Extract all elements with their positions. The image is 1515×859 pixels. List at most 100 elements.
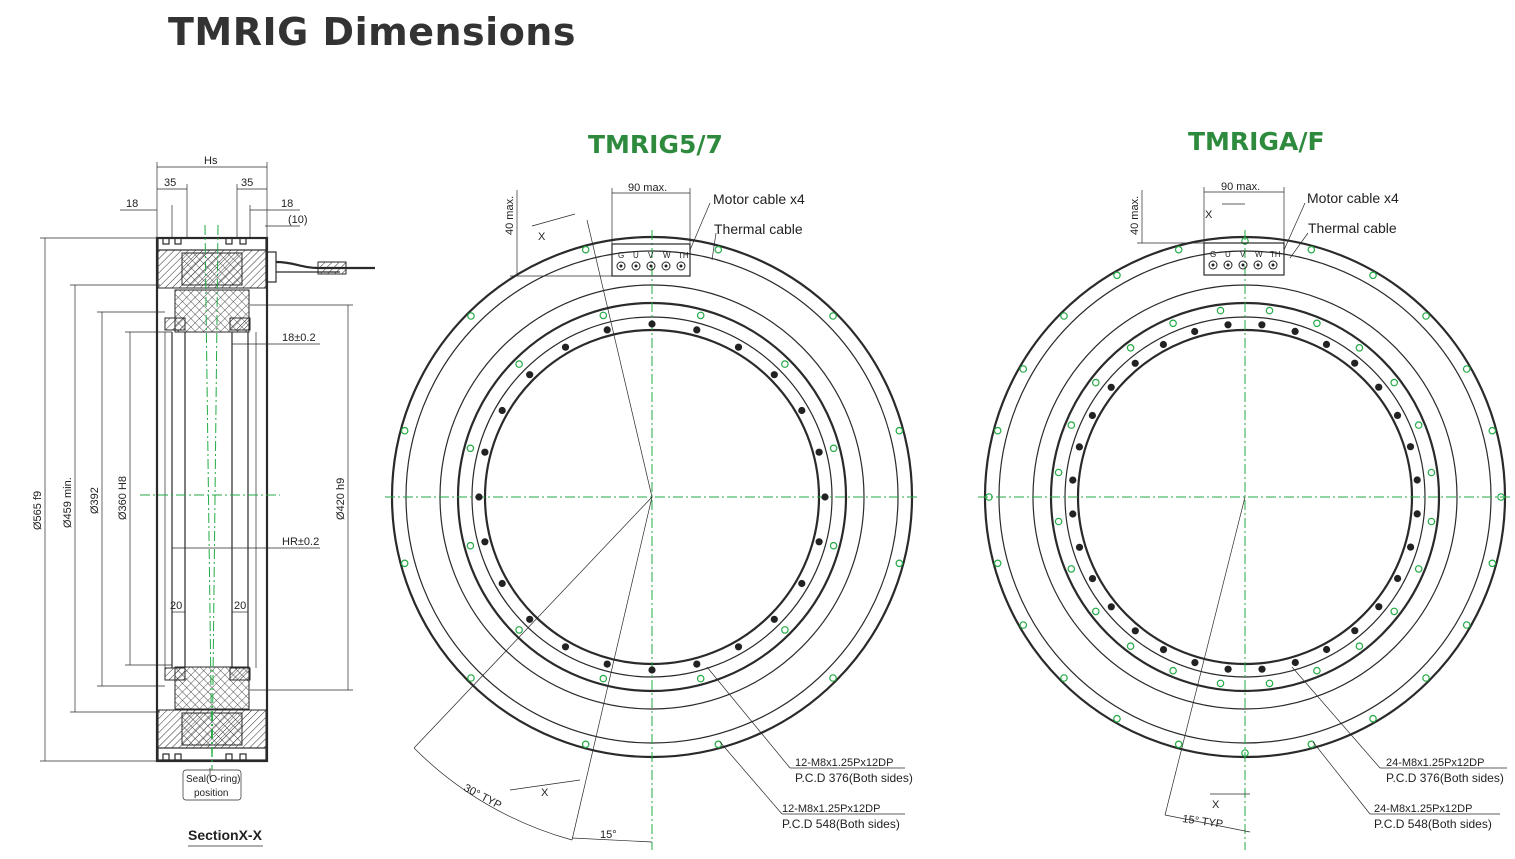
tapped-hole	[781, 360, 789, 368]
tapped-hole	[1265, 306, 1274, 315]
through-hole	[1413, 510, 1421, 518]
through-hole	[734, 343, 743, 351]
through-hole	[1291, 327, 1299, 335]
through-hole	[1088, 575, 1097, 583]
tapped-hole	[1019, 621, 1028, 629]
dim-392: Ø392	[89, 487, 101, 514]
through-hole	[1291, 658, 1299, 667]
tapped-hole	[1427, 517, 1436, 526]
connector-pin	[676, 261, 686, 271]
tapped-hole	[1355, 343, 1364, 352]
right-note1-l1: 24-M8x1.25Px12DP	[1386, 757, 1484, 769]
through-hole	[481, 448, 489, 456]
dim-18-right: 18	[281, 198, 293, 210]
dim-459: Ø459 min.	[62, 477, 74, 528]
connector-pin-label: G	[1210, 250, 1216, 259]
right-mid-holes	[1054, 306, 1436, 688]
through-hole	[1394, 574, 1402, 583]
tapped-hole	[1092, 607, 1100, 616]
tapped-hole	[400, 426, 409, 435]
through-hole	[1258, 321, 1266, 329]
left-40max: 40 max.	[504, 196, 516, 235]
tapped-hole	[467, 312, 475, 320]
tapped-hole	[1422, 674, 1430, 682]
tapped-hole	[1216, 306, 1225, 315]
tapped-hole	[829, 312, 837, 320]
tapped-hole	[515, 360, 523, 368]
through-hole	[1375, 383, 1383, 391]
dim-20-left: 20	[170, 600, 182, 612]
left-90max: 90 max.	[628, 182, 667, 194]
through-hole	[498, 579, 506, 588]
tapped-hole	[1488, 559, 1497, 568]
right-view-title: TMRIGA/F	[1188, 127, 1325, 156]
tapped-hole	[1390, 607, 1399, 616]
tapped-hole	[1113, 271, 1121, 280]
through-hole	[1075, 443, 1083, 451]
tapped-hole	[599, 674, 608, 683]
dim-565: Ø565 f9	[32, 491, 44, 530]
left-thermal-cable: Thermal cable	[714, 221, 803, 237]
through-hole	[498, 406, 506, 415]
dim-hr: HR±0.2	[282, 536, 319, 548]
through-hole	[1323, 645, 1331, 654]
tapped-hole	[1488, 426, 1497, 435]
right-thermal-cable: Thermal cable	[1308, 220, 1397, 236]
tapped-hole	[993, 559, 1002, 568]
connector-pin-label: U	[633, 251, 639, 260]
tapped-hole	[1414, 565, 1423, 573]
tapped-hole	[1169, 319, 1177, 328]
tapped-hole	[1067, 565, 1076, 573]
through-hole	[1375, 603, 1383, 611]
through-hole	[475, 493, 483, 501]
dim-18-tol: 18±0.2	[282, 332, 316, 344]
tapped-hole	[1054, 517, 1063, 526]
tapped-hole	[829, 444, 838, 453]
tapped-hole	[1060, 312, 1068, 320]
through-hole	[1088, 411, 1096, 420]
tapped-hole	[1427, 468, 1436, 477]
tapped-hole	[993, 426, 1002, 435]
tapped-hole	[466, 541, 475, 550]
tapped-hole	[1414, 421, 1423, 429]
through-hole	[1191, 659, 1199, 667]
tapped-hole	[895, 426, 904, 435]
tapped-hole	[895, 559, 904, 568]
connector-pin-label: G	[618, 251, 624, 260]
tapped-hole	[1126, 343, 1135, 352]
tapped-hole	[696, 311, 705, 320]
tapped-hole	[1067, 421, 1076, 429]
through-hole	[1069, 476, 1077, 484]
left-angle-15: 15°	[600, 829, 617, 841]
left-outer-holes	[400, 245, 904, 749]
through-hole	[693, 326, 701, 334]
right-x-bottom: X	[1212, 799, 1220, 811]
tapped-hole	[1092, 378, 1100, 387]
connector-pin-label: TH	[1270, 250, 1281, 259]
left-connector	[611, 243, 691, 277]
through-hole	[1322, 340, 1331, 348]
tapped-hole	[1422, 312, 1430, 320]
tapped-hole	[829, 541, 838, 550]
through-hole	[1413, 476, 1421, 484]
section-view: Hs 35 35 18 18 (10) 18±0.2 HR±0.2 20 20 …	[32, 155, 375, 847]
through-hole	[1075, 543, 1084, 551]
through-hole	[815, 538, 823, 546]
right-x-top: X	[1205, 209, 1213, 221]
dim-hs: Hs	[204, 155, 218, 167]
through-hole	[821, 493, 829, 501]
tapped-hole	[1169, 666, 1177, 675]
right-outer-holes	[985, 237, 1505, 757]
tapped-hole	[1113, 714, 1121, 723]
dim-420: Ø420 h9	[335, 478, 347, 520]
tapped-hole	[467, 674, 475, 682]
section-caption: SectionX-X	[188, 827, 263, 843]
through-hole	[1224, 321, 1232, 329]
dim-20-right: 20	[234, 600, 246, 612]
connector-pin-label: V	[648, 251, 654, 260]
left-x-top: X	[538, 231, 546, 243]
through-hole	[798, 579, 806, 588]
tapped-hole	[1307, 740, 1316, 749]
connector-pin	[661, 261, 671, 271]
